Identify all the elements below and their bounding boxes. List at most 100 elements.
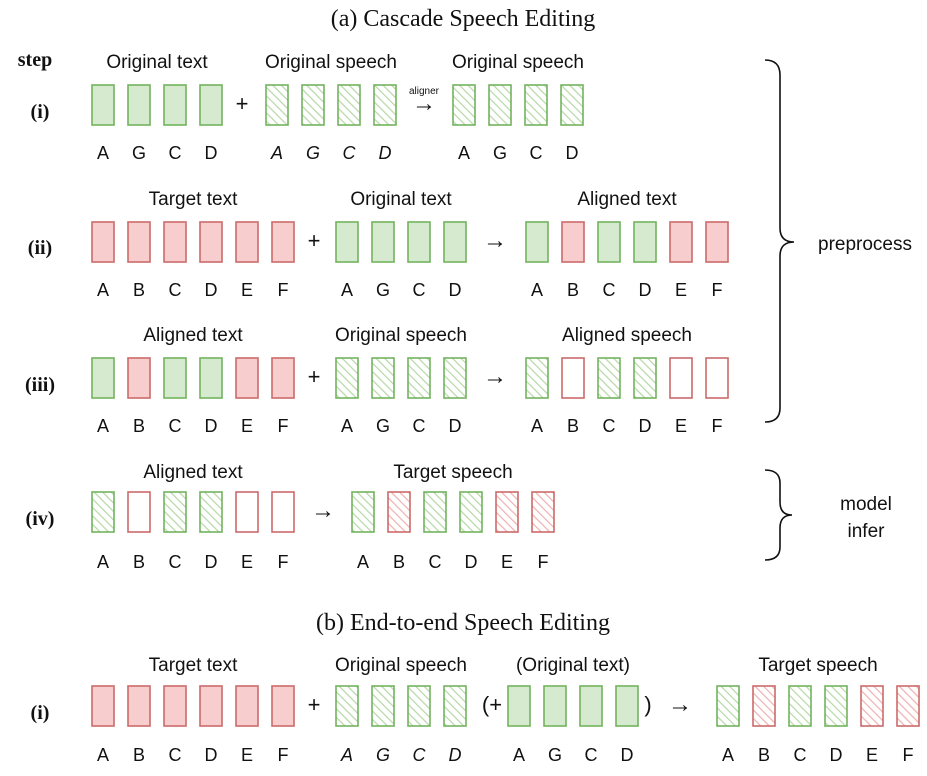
preprocess-bracket	[764, 59, 795, 423]
aligner-label: aligner	[409, 86, 440, 97]
token-box	[560, 84, 584, 126]
token-box	[543, 685, 567, 727]
arrow-operator: →	[483, 363, 507, 390]
token-label: C	[169, 143, 182, 163]
token-label: A	[531, 416, 543, 436]
token-box	[443, 221, 467, 263]
token-box	[597, 221, 621, 263]
token-label: A	[722, 745, 734, 765]
token-box	[459, 491, 483, 533]
token-box	[335, 221, 359, 263]
token-box	[265, 84, 289, 126]
token-label: B	[133, 745, 145, 765]
token-label: E	[501, 552, 513, 572]
token-box	[488, 84, 512, 126]
token-box	[524, 84, 548, 126]
token-label: B	[567, 416, 579, 436]
token-box	[271, 491, 295, 533]
token-label: A	[513, 745, 525, 765]
token-label: E	[241, 552, 253, 572]
group-header: Aligned text	[143, 325, 243, 346]
arrow-operator: →	[412, 90, 436, 117]
token-box	[407, 221, 431, 263]
token-label: B	[393, 552, 405, 572]
token-label: B	[133, 552, 145, 572]
token-label: G	[306, 143, 320, 163]
token-box	[127, 357, 151, 399]
token-box	[669, 357, 693, 399]
token-label: F	[903, 745, 914, 765]
token-label: A	[97, 552, 109, 572]
step-label: (i)	[31, 101, 50, 123]
step-column-label: step	[18, 49, 52, 71]
token-box	[615, 685, 639, 727]
token-label: A	[270, 143, 283, 163]
token-label: A	[97, 143, 109, 163]
group-header: Original text	[106, 52, 208, 73]
token-label: E	[675, 280, 687, 300]
token-box	[443, 357, 467, 399]
token-label: A	[458, 143, 470, 163]
token-box	[561, 221, 585, 263]
group-header: Original speech	[265, 52, 397, 73]
token-label: E	[241, 745, 253, 765]
token-label: D	[205, 416, 218, 436]
token-box	[525, 221, 549, 263]
group-header: Target speech	[758, 655, 877, 676]
token-box	[163, 84, 187, 126]
step-label: (i)	[31, 702, 50, 724]
token-label: D	[379, 143, 392, 163]
infer-label: infer	[848, 521, 886, 542]
token-box	[705, 221, 729, 263]
token-label: D	[205, 143, 218, 163]
paren-operator: )	[644, 692, 651, 717]
token-box	[633, 357, 657, 399]
token-box	[91, 84, 115, 126]
token-box	[335, 685, 359, 727]
token-box	[335, 357, 359, 399]
token-box	[387, 491, 411, 533]
model-infer-bracket	[764, 469, 793, 561]
preprocess-label: preprocess	[818, 234, 912, 255]
token-box	[495, 491, 519, 533]
token-box	[423, 491, 447, 533]
group-header: Target text	[149, 189, 238, 210]
token-label: F	[278, 552, 289, 572]
token-box	[127, 84, 151, 126]
token-label: C	[169, 745, 182, 765]
token-label: C	[603, 416, 616, 436]
token-label: D	[205, 745, 218, 765]
token-label: G	[493, 143, 507, 163]
token-label: C	[413, 745, 427, 765]
token-label: A	[340, 745, 353, 765]
paren-operator: (+	[482, 692, 502, 717]
token-box	[531, 491, 555, 533]
token-label: C	[343, 143, 357, 163]
token-box	[271, 221, 295, 263]
token-label: B	[133, 280, 145, 300]
token-label: F	[278, 280, 289, 300]
token-box	[271, 685, 295, 727]
step-label: (iv)	[26, 508, 55, 530]
token-box	[163, 491, 187, 533]
arrow-operator: →	[668, 691, 692, 718]
step-label: (iii)	[25, 374, 55, 396]
token-box	[371, 685, 395, 727]
model-label: model	[840, 494, 892, 515]
token-box	[669, 221, 693, 263]
token-label: D	[465, 552, 478, 572]
token-label: E	[866, 745, 878, 765]
group-header: Original text	[350, 189, 452, 210]
token-label: D	[205, 280, 218, 300]
token-box	[271, 357, 295, 399]
token-label: D	[621, 745, 634, 765]
plus-operator: +	[236, 91, 249, 116]
token-label: G	[376, 416, 390, 436]
token-box	[127, 685, 151, 727]
token-box	[91, 357, 115, 399]
